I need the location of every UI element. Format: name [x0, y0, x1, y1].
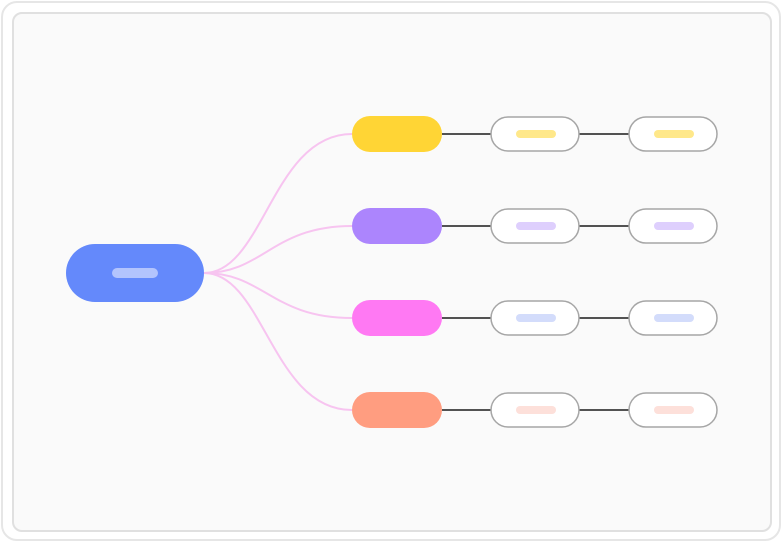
branch-connector-4 [203, 272, 353, 411]
root-node[interactable] [66, 244, 204, 302]
leaf-node-2-2[interactable] [628, 208, 718, 244]
branch-node-shape [352, 392, 442, 428]
branch-connector-3 [203, 272, 353, 319]
branch-connector-2 [203, 225, 353, 274]
nodes [66, 116, 718, 428]
leaf-node-3-1[interactable] [490, 300, 580, 336]
connectors [203, 133, 629, 411]
leaf-label-placeholder [654, 406, 694, 414]
leaf-node-2-1[interactable] [490, 208, 580, 244]
branch-node-4[interactable] [352, 392, 442, 428]
leaf-node-4-1[interactable] [490, 392, 580, 428]
leaf-node-3-2[interactable] [628, 300, 718, 336]
leaf-label-placeholder [516, 222, 556, 230]
branch-node-shape [352, 208, 442, 244]
leaf-label-placeholder [654, 222, 694, 230]
branch-node-shape [352, 116, 442, 152]
root-label-placeholder [112, 268, 158, 278]
branch-node-1[interactable] [352, 116, 442, 152]
leaf-label-placeholder [516, 130, 556, 138]
branch-node-2[interactable] [352, 208, 442, 244]
leaf-node-1-1[interactable] [490, 116, 580, 152]
leaf-label-placeholder [516, 406, 556, 414]
leaf-label-placeholder [654, 314, 694, 322]
branch-node-3[interactable] [352, 300, 442, 336]
leaf-label-placeholder [516, 314, 556, 322]
branch-node-shape [352, 300, 442, 336]
leaf-node-4-2[interactable] [628, 392, 718, 428]
leaf-label-placeholder [654, 130, 694, 138]
branch-connector-1 [203, 133, 353, 274]
leaf-node-1-2[interactable] [628, 116, 718, 152]
